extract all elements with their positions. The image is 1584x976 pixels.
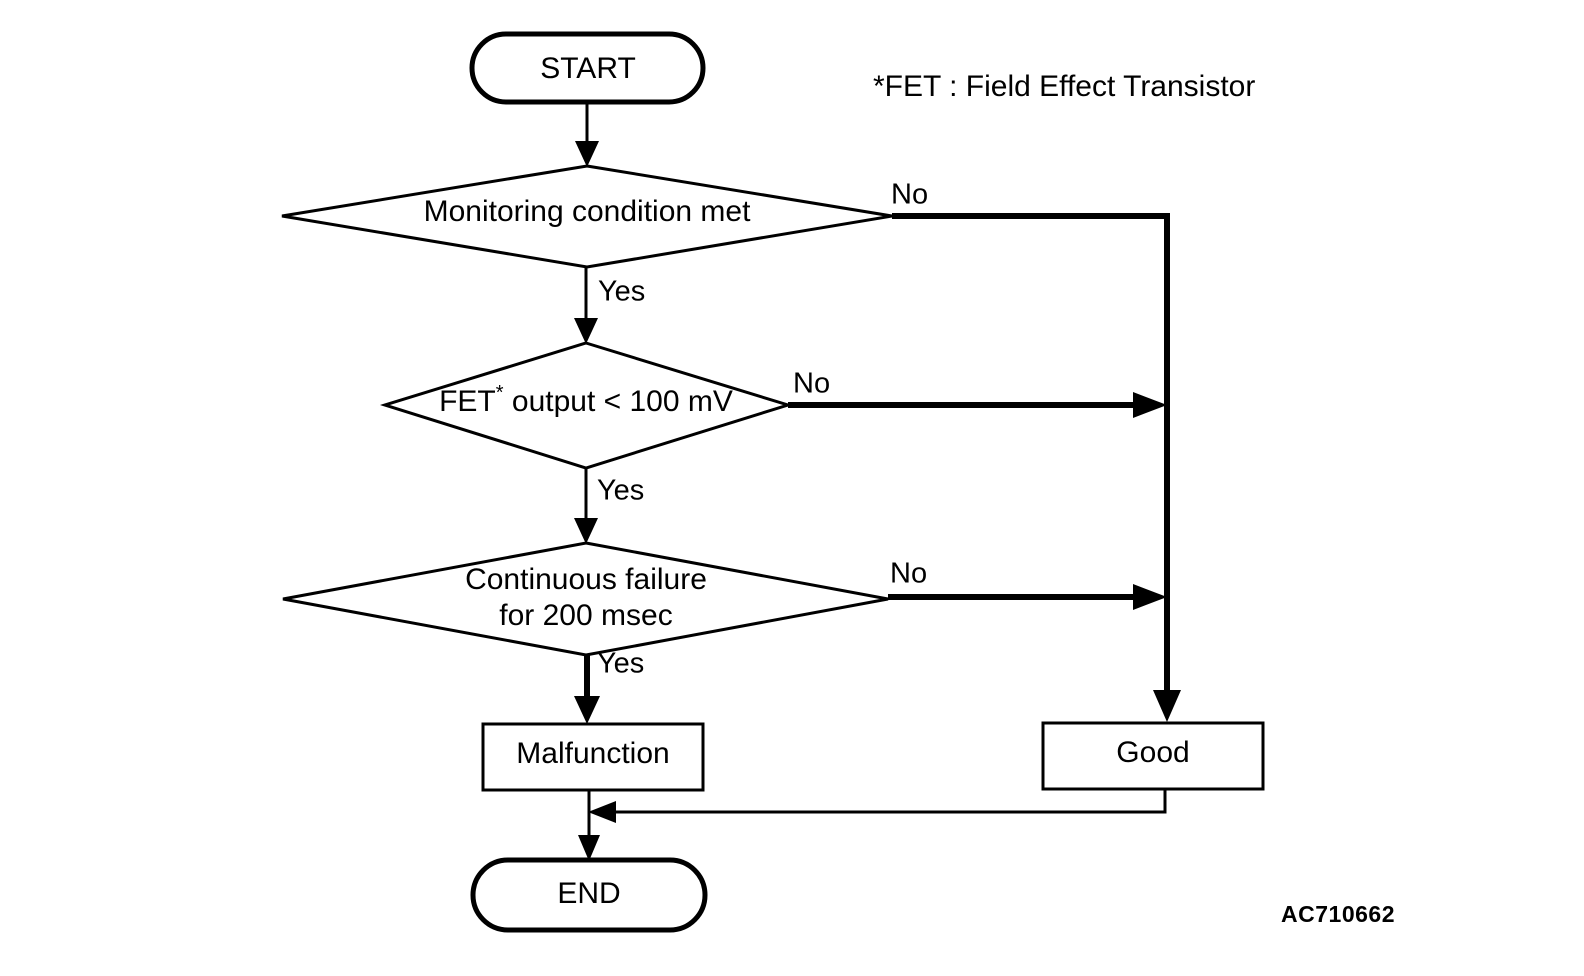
decision-fet-label-rest: output < 100 mV [504,385,733,418]
reference-code: AC710662 [1281,901,1395,927]
good-box-shape [1041,721,1265,791]
arrowhead-monitoring-yes-to-fet [574,318,598,344]
branch-label-continuous-yes: Yes [597,648,644,680]
branch-label-fet-no: No [793,368,830,400]
arrowhead-start-to-monitoring [575,141,599,167]
malfunction-label: Malfunction [516,737,669,770]
arrowhead-continuous-yes-to-malfunction [574,696,600,724]
branch-label-continuous-no: No [890,558,927,590]
good-label: Good [1116,736,1189,769]
arrowhead-good-return [588,801,616,823]
arrowhead-fet-yes-to-continuous [574,518,598,544]
arrowhead-continuous-no-to-trunk [1133,584,1167,610]
branch-label-monitoring-yes: Yes [598,276,645,308]
fet-legend-note: *FET : Field Effect Transistor [873,70,1255,103]
arrowhead-fet-no-to-trunk [1133,392,1167,418]
malfunction-box-shape [481,722,705,792]
arrowhead-malfunction-to-end [578,835,600,861]
end-label: END [557,877,620,910]
end-terminator-shape [470,857,708,933]
branch-label-monitoring-no: No [891,179,928,211]
start-label: START [540,52,636,85]
decision-continuous-label-line1: Continuous failure [465,563,707,596]
decision-monitoring-label: Monitoring condition met [424,195,752,228]
edge-monitoring-no-to-good [892,213,1170,700]
decision-fet-label-main: FET [439,385,496,418]
branch-label-fet-yes: Yes [597,475,644,507]
decision-fet-label-star: * [496,382,504,404]
arrowhead-monitoring-no-to-good [1153,690,1181,722]
edge-good-to-end-return [608,789,1167,814]
decision-fet-label: FET* output < 100 mV [439,382,733,418]
decision-continuous-label-line2: for 200 msec [499,599,672,632]
